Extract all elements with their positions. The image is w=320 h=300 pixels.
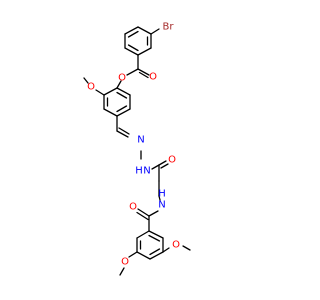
atom-labels: Br O O O N N H O N H O O O (87, 22, 180, 268)
atom-oxygen-hydrazide-carbonyl: O (168, 155, 176, 166)
chemical-structure-diagram: Br O O O N N H O N H O O O (83, 21, 191, 276)
atom-oxygen-amide-carbonyl: O (129, 202, 137, 213)
atom-oxygen-methoxy-top: O (87, 82, 95, 93)
atom-oxygen-ester-link: O (118, 73, 126, 84)
atom-bromine: Br (163, 22, 175, 33)
atom-nitrogen-amide: N (158, 200, 165, 211)
atom-oxygen-methoxy-para: O (172, 240, 180, 251)
atom-nitrogen-imine: N (137, 135, 144, 146)
bond-layer (83, 26, 191, 276)
atom-oxygen-ester-carbonyl: O (149, 72, 157, 83)
atom-oxygen-methoxy-meta: O (121, 257, 129, 268)
atom-hydrogen-hydrazide: H (135, 166, 143, 177)
atom-nitrogen-hydrazide: N (143, 166, 150, 177)
atom-hydrogen-amide: H (158, 189, 166, 200)
